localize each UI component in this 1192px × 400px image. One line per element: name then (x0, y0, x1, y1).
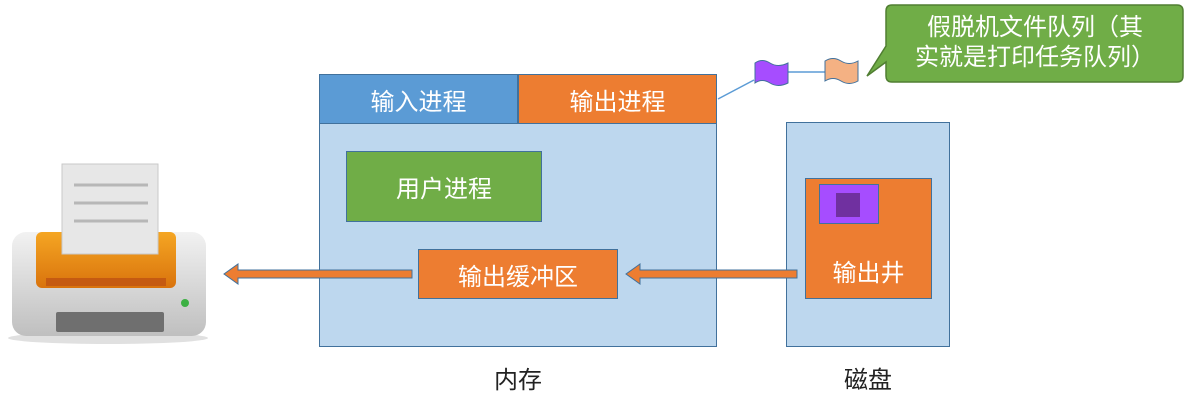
callout-bubble (866, 4, 1184, 83)
input-process-box: 输入进程 (319, 74, 518, 124)
callout-text: 假脱机文件队列（其 实就是打印任务队列） (890, 12, 1180, 72)
output-process-box: 输出进程 (518, 74, 717, 124)
arrow-left-icon-buffer-to-printer (223, 263, 413, 285)
disk-caption: 磁盘 (844, 366, 892, 394)
arrow-left-icon-disk-to-buffer (625, 263, 798, 285)
spool-file-marker (819, 184, 879, 224)
flag-icon-orange (824, 58, 859, 84)
flag-icon-purple (754, 60, 789, 86)
callout-line-1: 假脱机文件队列（其 (927, 13, 1143, 41)
output-buffer-box: 输出缓冲区 (418, 249, 618, 299)
connector-line (717, 79, 755, 100)
memory-caption: 内存 (494, 366, 542, 394)
user-process-box: 用户进程 (346, 151, 542, 222)
output-well-label: 输出井 (832, 258, 905, 287)
callout-line-2: 实就是打印任务队列） (915, 43, 1155, 71)
spool-file-marker-inner (836, 193, 860, 217)
